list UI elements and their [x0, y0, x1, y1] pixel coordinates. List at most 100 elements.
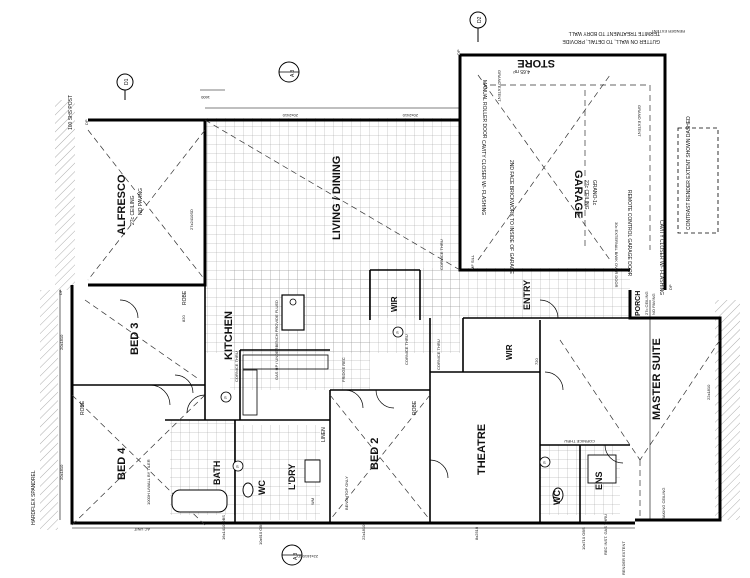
- marker-d2-text: D2: [477, 16, 483, 23]
- note-cornice-2: CORNICE THRU: [439, 239, 444, 270]
- room-label-laundry: L'DRY: [287, 464, 297, 490]
- note-remote-door: REMOTE CONTROL GARAGE DOOR: [626, 190, 632, 277]
- svg-text:S: S: [224, 395, 227, 400]
- dim-12: 22x1810: [706, 384, 711, 400]
- room-label-porch: PORCH: [635, 291, 642, 316]
- note-termite: TERMITE TREATMENT TO BDRY WALL: [568, 30, 660, 36]
- room-label-garage: GARAGE: [572, 170, 584, 218]
- note-contrast-render: CONTRAST RENDER EXTENT SHOWN DASHED: [686, 116, 692, 230]
- room-label-bath: BATH: [212, 461, 222, 485]
- marker-dp-2: DP: [84, 119, 89, 125]
- note-raking: RAKING CEILING: [661, 488, 666, 520]
- room-label-kitchen: KITCHEN: [223, 311, 235, 360]
- room-label-living-dining: LIVING / DINING: [331, 156, 343, 240]
- robe-label-1: ROBE: [182, 290, 188, 305]
- room-label-ensuite: ENS: [594, 471, 604, 490]
- dim-8: 8x2510: [474, 526, 479, 540]
- linen-label: LINEN: [321, 427, 327, 442]
- marker-dp-4: DP: [668, 284, 673, 290]
- marker-dp-3: DP: [58, 289, 63, 295]
- note-wall-tiler: 1000H L/WALL BY TILER: [146, 459, 151, 505]
- note-cornice-1: CORNICE THRU: [234, 351, 239, 382]
- section-marker-d2: [469, 11, 487, 42]
- note-grano-extent-1: GRANO EXTENT: [497, 70, 502, 102]
- note-cornice-5: CORNICE THRU: [564, 439, 595, 444]
- robe-label-2: ROBE: [80, 400, 86, 415]
- room-label-entry: ENTRY: [522, 280, 532, 310]
- note-ac-unit: AC UNIT: [133, 527, 150, 532]
- section-marker-d1: [116, 73, 134, 100]
- room-label-bed4: BED 4: [116, 447, 128, 480]
- room-label-bed3: BED 3: [129, 323, 141, 355]
- note-alfresco-paving: NO PAVING: [138, 188, 144, 215]
- note-manual-roller: MANUAL ROLLER DOOR: [481, 80, 487, 139]
- room-label-wip: WIR: [390, 296, 399, 312]
- marker-a3-bottom-text: A 3: [293, 553, 299, 560]
- note-render-extent: RENDER EXTENT: [651, 29, 685, 34]
- dim-3: 27x2410SD: [189, 209, 194, 230]
- render-hatch-west: [40, 290, 58, 530]
- room-label-alfresco: ALFRESCO: [116, 174, 128, 235]
- dim-9: 10x710 OBS: [581, 527, 586, 550]
- note-porch-ceiling: 27c CEILING: [644, 291, 649, 315]
- room-label-wc: WC: [257, 480, 267, 495]
- note-porch-paving: NO PAVING: [651, 293, 656, 315]
- svg-text:S: S: [236, 464, 239, 469]
- dim-4: 16x1410 OBS: [221, 515, 226, 540]
- toilet-icon-1: [242, 482, 254, 498]
- note-cavity-closer-1: CAVITY CLOSER W/- FLASHING: [480, 140, 486, 215]
- switch-marker-1: S: [220, 391, 232, 403]
- note-face-brick: 2ND FACE BRICKWORK TO INSIDE OF GARAGE: [508, 160, 514, 275]
- door-swings: [119, 299, 624, 479]
- note-alfresco-ceiling: 27c CEILING: [130, 195, 136, 225]
- note-sun-post: 100 SHS POST: [68, 95, 74, 130]
- dim-6: 22x1610SD: [297, 554, 318, 559]
- room-label-master-suite: MASTER SUITE: [651, 338, 663, 420]
- note-grano-extent-2: GRANO EXTENT: [637, 105, 642, 137]
- entry-tile-area: [370, 268, 630, 318]
- room-label-wir: WIR: [505, 344, 514, 360]
- dim-11: 20x1810: [59, 464, 64, 480]
- robe-label-3: ROBE: [412, 400, 418, 415]
- note-gas-inst: REC INST. GAS THRU: [603, 514, 608, 555]
- dim-13: 1600: [200, 95, 210, 100]
- switch-marker-2: S: [232, 460, 244, 472]
- marker-dp-1: DP: [456, 49, 461, 55]
- contrast-render-box: [677, 127, 719, 234]
- note-mf-sill: MF SILL: [470, 254, 475, 270]
- dim-10: 20x1810: [59, 334, 64, 350]
- note-cornice-4: CORNICE THRU: [436, 339, 441, 370]
- note-gutter: GUTTER ON WALL, TO DETAIL, PROVIDE: [562, 38, 660, 44]
- dim-5: 10x610 OBS: [258, 522, 263, 545]
- note-cavity-closer-2: CAVITY CLOSER W/- FLASHING: [658, 220, 664, 295]
- room-label-wc2: WC: [552, 490, 562, 505]
- dim-7: 22x1810: [361, 524, 366, 540]
- note-wm: WM: [310, 498, 315, 505]
- marker-a3-top-text: A 3: [290, 70, 296, 77]
- room-label-theatre: THEATRE: [476, 424, 488, 475]
- external-walls: [70, 53, 722, 525]
- note-garage-ceiling: 27c CEILING: [583, 180, 589, 210]
- note-fridge: FRIDGE REC: [341, 357, 346, 382]
- switch-marker-4: S: [539, 456, 551, 468]
- note-cornice-3: CORNICE THRU: [404, 334, 409, 365]
- switch-marker-3: S: [392, 326, 404, 338]
- note-hardflex: HARDFLEX SPANDREL: [31, 470, 37, 525]
- room-label-store: STORE: [517, 57, 555, 69]
- note-gas-hp: GAS HP / UNDERBENCH PROVIDE FLUED: [274, 300, 279, 380]
- dim-14: 820: [181, 315, 186, 322]
- svg-text:S: S: [543, 460, 546, 465]
- note-render-extent-2: RENDER EXTENT: [621, 541, 626, 575]
- dim-1: 20x2410: [282, 113, 298, 118]
- note-garage-grano: GRANO-1c: [591, 180, 597, 206]
- section-marker-a3-top: [278, 61, 300, 83]
- note-external-bwk: 30c EXTERNAL B/WK OVER DOOR: [614, 222, 619, 288]
- dim-2: 20x2410: [402, 113, 418, 118]
- svg-text:S: S: [396, 330, 399, 335]
- render-hatch-alfresco: [55, 100, 75, 290]
- sink-icon: [289, 298, 297, 306]
- shower-icon: [587, 454, 617, 484]
- laundry-tub-icon: [304, 459, 321, 483]
- kitchen-bench: [242, 354, 329, 370]
